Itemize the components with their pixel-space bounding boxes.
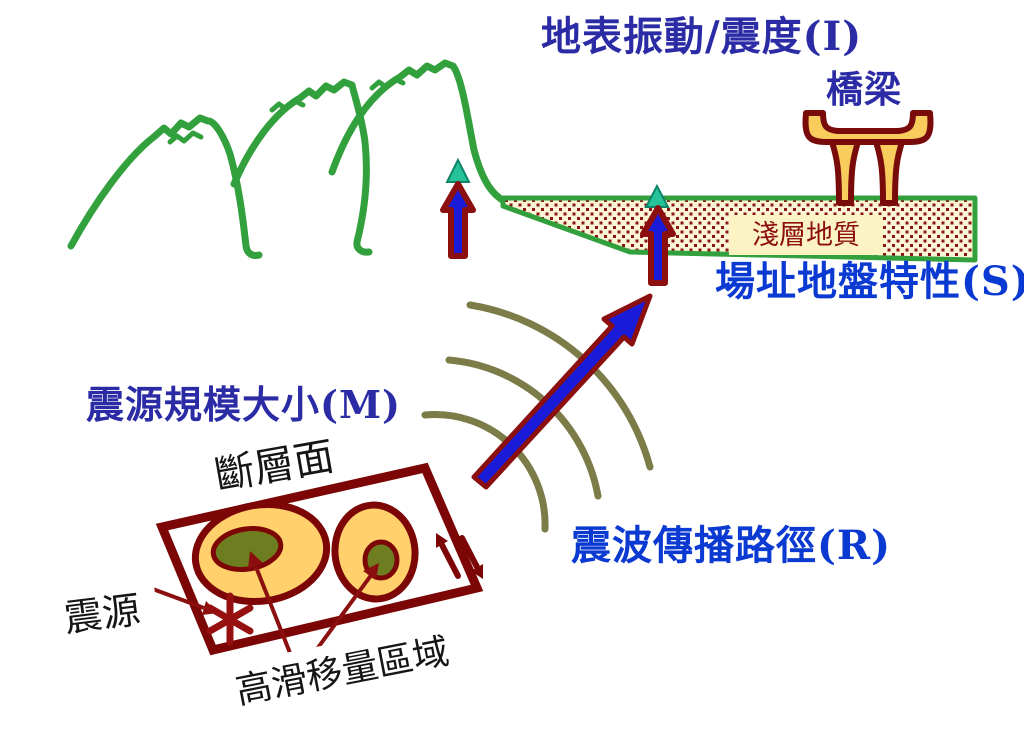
bridge-pier-right: [873, 139, 905, 206]
bridge-deck: [802, 110, 934, 145]
slip-direction-marks: [436, 533, 483, 579]
mountain-peak-3: [328, 59, 512, 207]
slip-mark-down: [459, 535, 480, 570]
bridge-label: 橋梁: [826, 67, 902, 111]
mountain-peak-1: [67, 114, 263, 259]
slip-mark-up: [439, 542, 461, 579]
shallow-geology-label: 淺層地質: [729, 215, 883, 255]
fault-plane-label-backing: [150, 415, 399, 518]
bridge-pier-left: [829, 139, 861, 206]
ground-motion-arrow: [640, 205, 676, 286]
hypocenter-pointer: [149, 586, 218, 615]
asperity-core-1: [210, 526, 284, 572]
asperity-pointer-line-2: [315, 572, 374, 651]
wave-propagation-arrow: [471, 293, 653, 490]
source-magnitude-label: 震源規模大小(M): [86, 382, 402, 427]
mountain-peak-2: [230, 78, 373, 256]
asperity-pointer-arrowhead-2: [363, 563, 379, 580]
station-triangle-icon: [445, 157, 471, 183]
wave-path-label: 震波傳播路徑(R): [571, 522, 892, 569]
surface-intensity-title: 地表振動/震度(I): [541, 13, 863, 60]
fault-plane-rect: [155, 462, 484, 656]
site-condition-label: 場址地盤特性(S): [715, 258, 1024, 305]
ground-motion-arrow: [440, 181, 476, 259]
asperity-pointers: [248, 551, 379, 659]
summit-squiggle-3: [369, 76, 406, 91]
summit-squiggle-2: [269, 98, 306, 113]
asperity-pointer-line-1: [254, 566, 294, 659]
hypocenter-pointer-line: [149, 586, 205, 610]
slip-arrowhead-up: [436, 533, 448, 548]
slip-arrowhead-down: [471, 564, 483, 579]
mountain-range: [67, 59, 512, 259]
hypocenter-asterisk-icon: [206, 592, 254, 646]
asperity-pointer-arrowhead-1: [248, 551, 263, 569]
bridge-icon: [802, 110, 934, 206]
summit-squiggle-1: [167, 130, 204, 145]
